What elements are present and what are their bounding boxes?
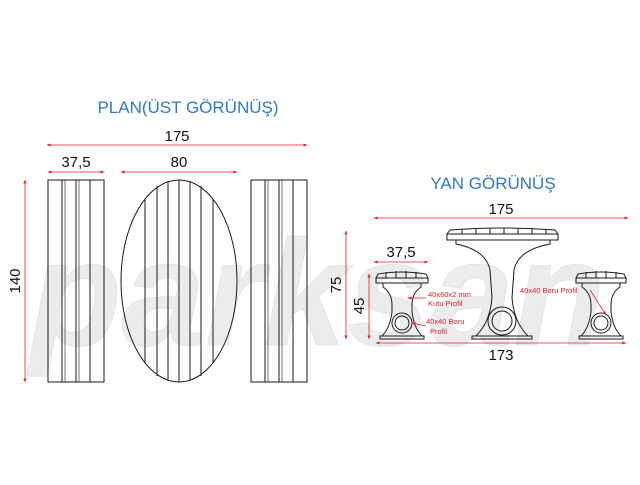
plan-view: PLAN(ÜST GÖRÜNÜŞ) 175 37,5 80 140	[7, 98, 308, 383]
plan-dim-length: 140	[7, 268, 24, 293]
side-right-bench	[575, 271, 627, 340]
plan-dim-bench-width: 37,5	[61, 154, 90, 171]
side-view: YAN GÖRÜNÜŞ 175 37,5 75 45 173	[328, 174, 629, 364]
side-title: YAN GÖRÜNÜŞ	[430, 174, 555, 193]
plan-oval-table	[120, 179, 238, 383]
label-pipe-right: 40x40 Boru Profil	[520, 286, 578, 295]
side-callout-leaders	[407, 289, 607, 327]
watermark-text: parksan	[26, 209, 605, 377]
plan-dim-table-width: 80	[171, 154, 188, 171]
side-dim-total-base: 173	[488, 347, 513, 364]
side-dim-bench-height: 45	[351, 298, 368, 315]
label-box-profile-line2: Kutu Profil	[428, 299, 463, 308]
side-dim-bench-top: 37,5	[386, 244, 415, 261]
plan-left-bench	[47, 179, 105, 383]
plan-dim-total-width: 175	[164, 128, 189, 145]
side-table	[446, 227, 559, 340]
side-left-bench	[375, 271, 429, 340]
label-pipe-left-line1: 40x40 Boru	[426, 317, 464, 326]
label-pipe-left-line2: Profil	[430, 327, 447, 336]
side-dim-total-height: 75	[328, 277, 345, 294]
label-box-profile-line1: 40x60x2 mm	[428, 290, 471, 299]
plan-title: PLAN(ÜST GÖRÜNÜŞ)	[97, 98, 278, 117]
side-dim-table-top: 175	[488, 201, 513, 218]
plan-right-bench	[250, 179, 308, 383]
